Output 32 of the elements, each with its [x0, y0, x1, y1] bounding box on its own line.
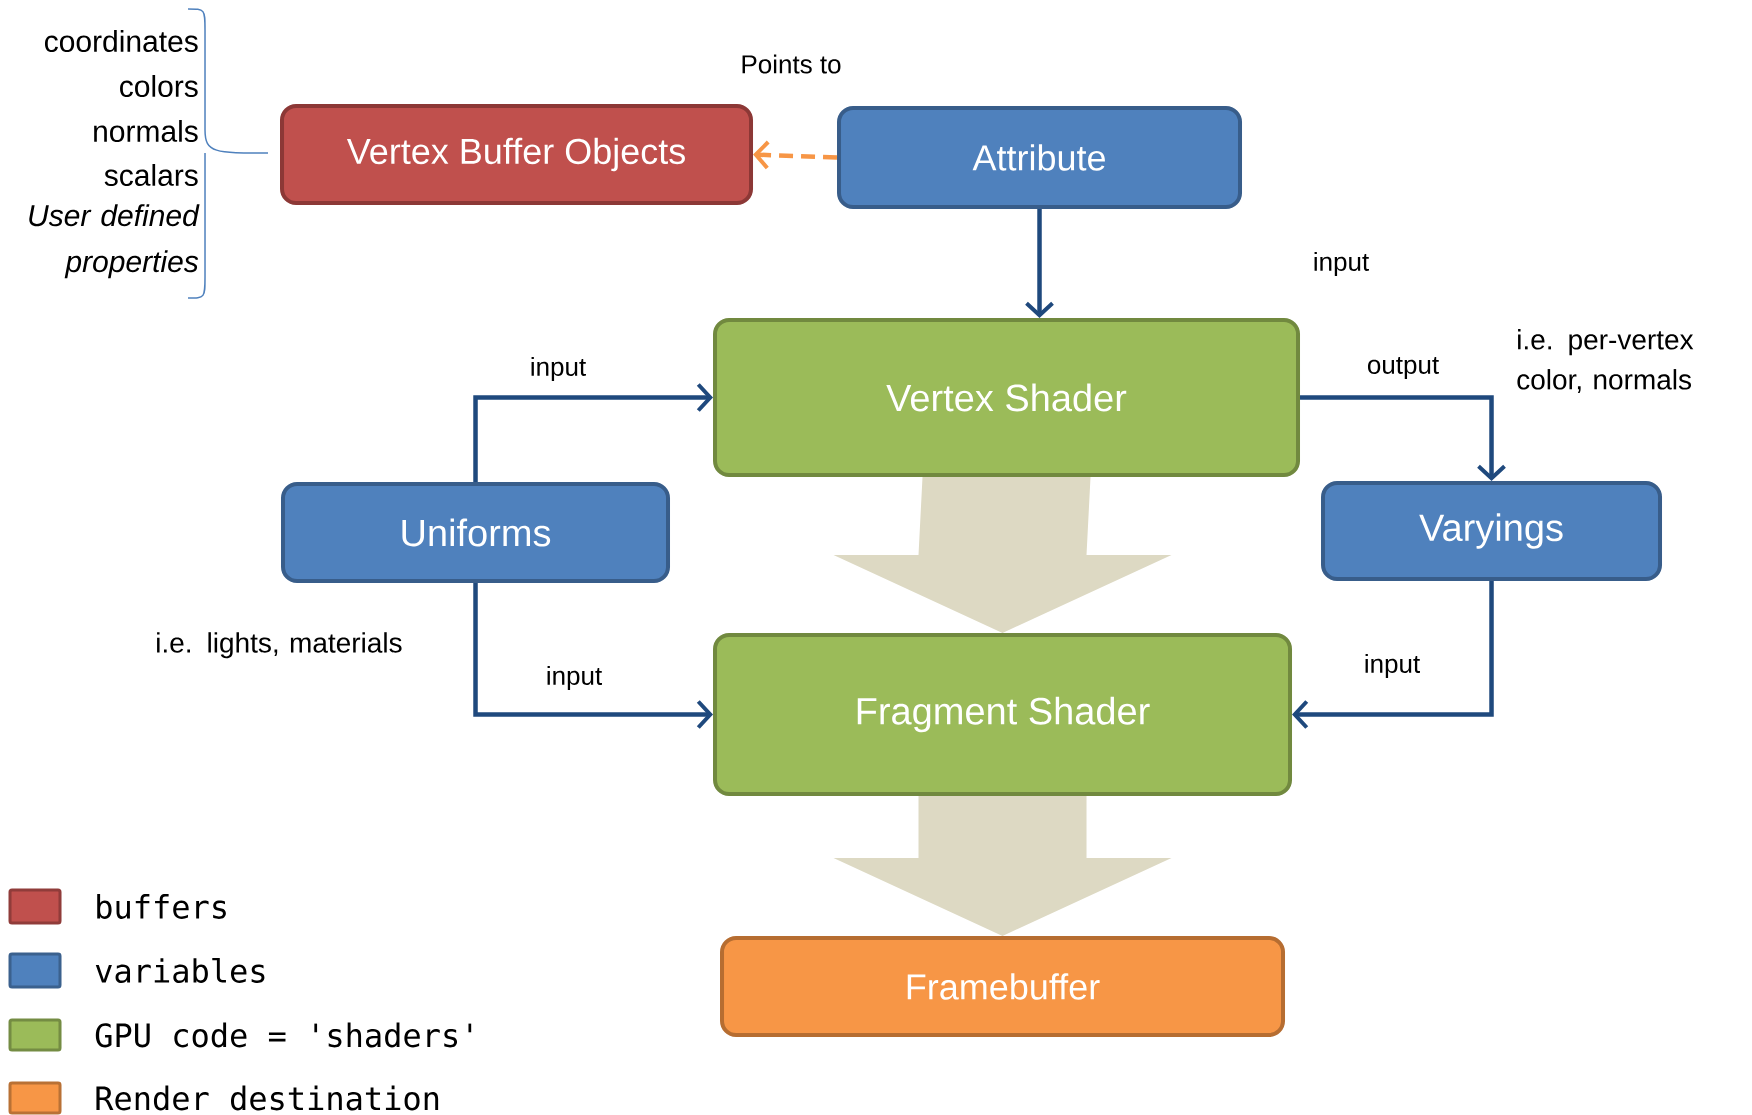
- note-text: i.e. lights, materials: [157, 632, 402, 659]
- process-box: Varyings: [1321, 481, 1662, 581]
- arrow: [473, 583, 713, 729]
- arrow: [1300, 395, 1506, 481]
- legend-label: Render destination: [96, 1085, 439, 1111]
- bracket-label: normals: [94, 120, 198, 142]
- process-box: Attribute: [837, 106, 1242, 209]
- edge-label: input: [1365, 653, 1420, 679]
- process-box: Uniforms: [281, 482, 670, 583]
- edge-label: output: [1367, 356, 1439, 380]
- block-arrow: [833, 477, 1172, 633]
- process-box: Framebuffer: [720, 936, 1285, 1037]
- legend-label: variables: [95, 958, 265, 983]
- arrow: [473, 383, 713, 482]
- arrow: [1292, 581, 1494, 729]
- edge-label: input: [531, 356, 586, 382]
- edge-label: Points to: [742, 54, 841, 74]
- note-text: i.e. per-vertex color, normals: [1517, 329, 1694, 393]
- bracket-label: colors: [120, 75, 198, 97]
- arrow: [1025, 209, 1054, 318]
- block-arrow: [833, 796, 1172, 936]
- bracket-label: coordinates: [45, 30, 198, 52]
- edge-label: input: [547, 665, 602, 691]
- bracket-label: scalars: [104, 164, 198, 186]
- legend-label: GPU code = 'shaders': [95, 1022, 472, 1048]
- process-box: Vertex Buffer Objects: [280, 104, 753, 205]
- arrow: [753, 140, 838, 170]
- bracket-label: User defined properties: [29, 204, 200, 279]
- process-box: Fragment Shader: [713, 633, 1292, 796]
- note-text: input: [1314, 251, 1369, 277]
- legend-label: buffers: [97, 894, 226, 919]
- process-box: Vertex Shader: [713, 318, 1300, 477]
